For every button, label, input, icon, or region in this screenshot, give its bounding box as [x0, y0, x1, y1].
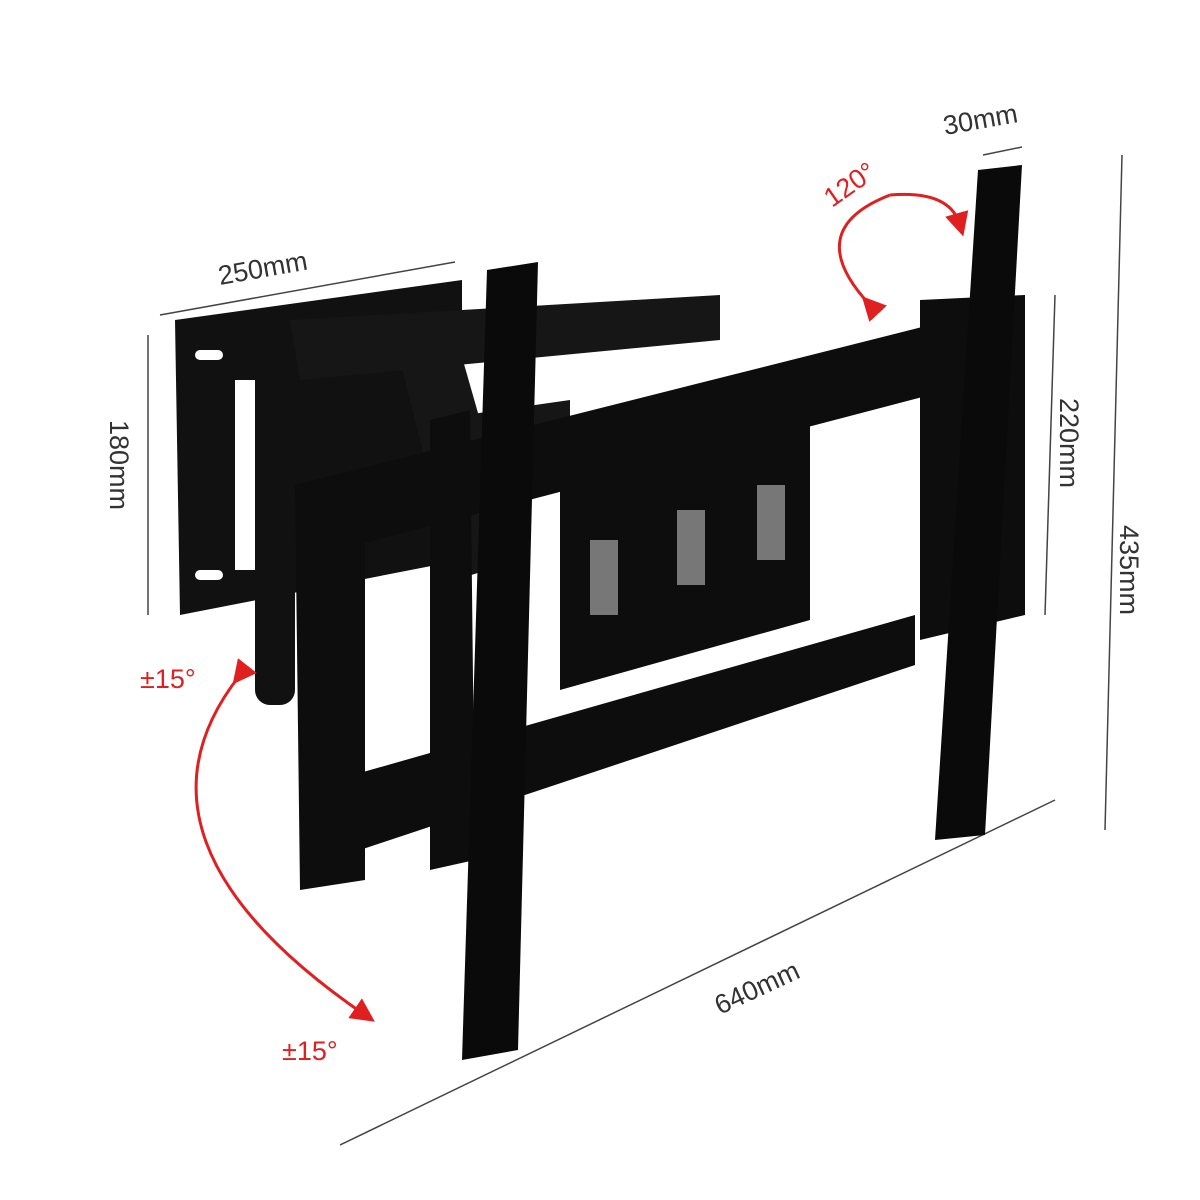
total-width-label: 640mm	[710, 955, 804, 1020]
arm-depth-label: 250mm	[216, 246, 310, 291]
tilt-down-label: ±15°	[282, 1036, 338, 1066]
total-height-label: 435mm	[1114, 525, 1144, 615]
wall-plate-height-label: 180mm	[104, 420, 134, 510]
angle-arrows	[194, 192, 969, 1022]
rail-width-label: 30mm	[941, 98, 1020, 141]
frame-height-label: 220mm	[1054, 398, 1084, 488]
vertical-rails	[462, 165, 1022, 1060]
dimension-lines	[147, 146, 1123, 1146]
tilt-up-label: ±15°	[140, 664, 196, 694]
